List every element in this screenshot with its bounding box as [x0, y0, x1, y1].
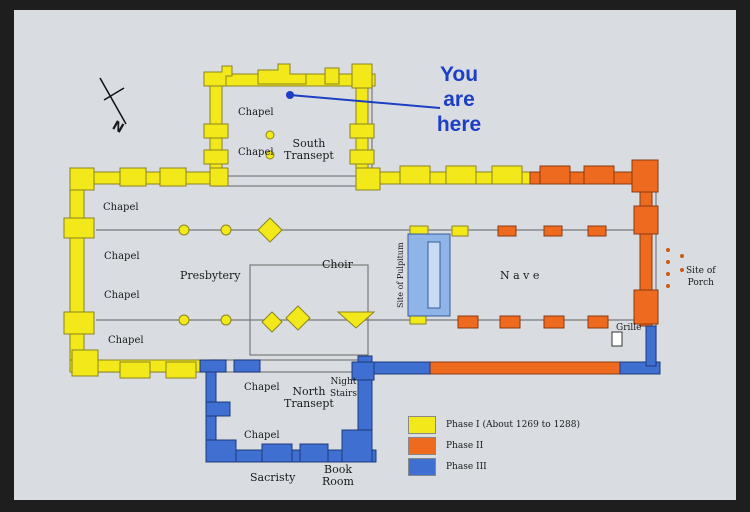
label-chapel-west-2: Chapel: [104, 290, 140, 301]
label-chapel-west-top: Chapel: [103, 202, 139, 213]
label-chapel-north-transept-1: Chapel: [244, 382, 280, 393]
p2-buttresses: [539, 159, 659, 325]
grille-marker: [611, 331, 623, 347]
label-site-of-porch-line-1: Site of: [686, 266, 716, 276]
label-chapel-south-transept-1: Chapel: [238, 107, 274, 118]
legend-label-phase-3: Phase III: [446, 462, 487, 472]
label-chapel-west-1: Chapel: [104, 251, 140, 262]
label-south-transept-line-1: South: [292, 137, 326, 150]
legend-label-phase-2: Phase II: [446, 441, 484, 451]
label-choir: Choir: [322, 258, 353, 271]
label-book-room-line-2: Room: [322, 475, 354, 488]
you-are-here-line-1: You: [439, 63, 479, 86]
p1-buttresses: [63, 63, 523, 379]
legend-item-phase-2: Phase II: [408, 436, 483, 456]
pulpitum-screen: [407, 233, 451, 317]
legend-swatch-phase-1: [408, 416, 436, 434]
label-grille: Grille: [616, 323, 642, 333]
you-are-here-label: You are here: [428, 62, 490, 137]
p3-cloister-wall: [371, 361, 431, 375]
label-book-room: Book Room: [322, 464, 354, 488]
label-presbytery: Presbytery: [180, 269, 241, 282]
label-site-of-pulpitum: Site of Pulpitum: [396, 242, 405, 308]
label-chapel-south-transept-2: Chapel: [238, 147, 274, 158]
label-night-stairs-line-2: Stairs: [330, 389, 357, 399]
label-sacristy: Sacristy: [250, 471, 296, 484]
label-book-room-line-1: Book: [323, 463, 352, 476]
p3-west-front-end: [645, 325, 657, 367]
label-north-transept-line-2: Transept: [284, 397, 334, 410]
p3-buttresses: [199, 359, 375, 463]
you-are-here-pointer: [286, 91, 441, 109]
you-are-here-line-2: are: [443, 88, 475, 111]
legend-swatch-phase-2: [408, 437, 436, 455]
p1-west-end-wall: [69, 171, 85, 373]
label-night-stairs-line-1: Night: [330, 377, 357, 387]
label-south-transept-line-2: Transept: [284, 149, 334, 162]
you-are-here-line-3: here: [436, 113, 482, 136]
choir-outline: [249, 264, 369, 356]
label-north-transept-line-1: North: [292, 385, 326, 398]
map-panel: [14, 10, 736, 500]
legend-label-phase-1: Phase I (About 1269 to 1288): [446, 420, 580, 430]
label-night-stairs: Night Stairs: [330, 376, 357, 400]
legend-item-phase-1: Phase I (About 1269 to 1288): [408, 415, 580, 435]
label-site-of-porch: Site of Porch: [686, 265, 716, 289]
outline-main-church: [75, 175, 657, 373]
legend-item-phase-3: Phase III: [408, 457, 487, 477]
label-south-transept: South Transept: [284, 138, 334, 162]
porch-markers: [666, 248, 684, 288]
north-arrow: [99, 77, 127, 125]
label-nave: N a v e: [500, 269, 540, 282]
label-chapel-north-transept-2: Chapel: [244, 430, 280, 441]
label-chapel-west-3: Chapel: [108, 335, 144, 346]
legend-swatch-phase-3: [408, 458, 436, 476]
p2-south-aisle-wall: [429, 361, 621, 375]
label-site-of-porch-line-2: Porch: [687, 278, 714, 288]
label-north-transept: North Transept: [284, 386, 334, 410]
p2-piers: [457, 225, 609, 329]
